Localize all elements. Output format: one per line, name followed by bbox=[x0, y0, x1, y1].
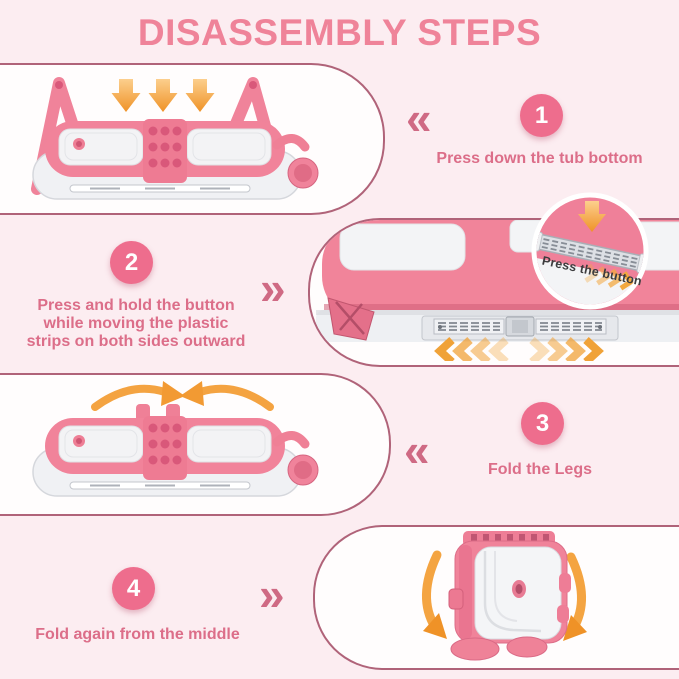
page-title: DISASSEMBLY STEPS bbox=[137, 12, 542, 53]
chevron-left-icon: « bbox=[404, 424, 430, 476]
tub-legs-folded-illustration bbox=[32, 381, 319, 497]
step-3-image-panel bbox=[0, 373, 391, 516]
slide-chevrons-icon bbox=[584, 263, 634, 291]
step-4-badge: 4 bbox=[112, 567, 155, 610]
chevron-right-icon: » bbox=[259, 568, 285, 620]
step-2-number: 2 bbox=[124, 248, 139, 276]
slide-outward-chevrons-icon bbox=[434, 337, 604, 361]
curved-arrow-icon bbox=[422, 550, 587, 641]
step-4-image-panel bbox=[313, 525, 679, 670]
step-3-caption: Fold the Legs bbox=[488, 461, 592, 478]
step-3-badge: 3 bbox=[521, 402, 564, 445]
chevron-left-icon: « bbox=[406, 92, 432, 144]
step-1-badge: 1 bbox=[520, 94, 563, 137]
step-4-number: 4 bbox=[126, 574, 141, 602]
step-1-caption: Press down the tub bottom bbox=[436, 150, 643, 167]
tub-fully-folded-illustration bbox=[422, 531, 587, 661]
curved-arrow-icon bbox=[91, 381, 274, 411]
chevron-right-icon: » bbox=[260, 262, 286, 314]
down-arrow-icon bbox=[578, 201, 606, 232]
step-1-image-panel bbox=[0, 63, 385, 215]
tub-unfolded-illustration bbox=[31, 77, 319, 200]
step-3-number: 3 bbox=[535, 409, 550, 437]
down-arrow-icon bbox=[111, 79, 215, 112]
step-2-badge: 2 bbox=[110, 241, 153, 284]
step-2-caption: Press and hold the button while moving t… bbox=[26, 297, 246, 350]
step-4-caption: Fold again from the middle bbox=[35, 626, 240, 643]
press-button-inset bbox=[531, 192, 649, 310]
step-1-number: 1 bbox=[534, 101, 549, 129]
